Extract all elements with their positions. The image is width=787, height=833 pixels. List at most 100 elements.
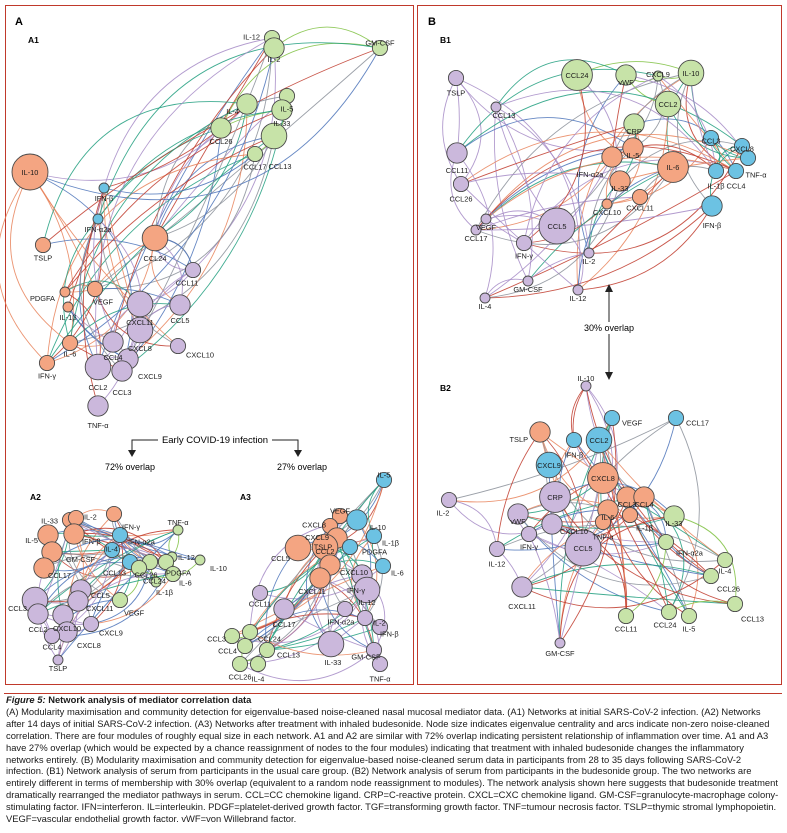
- network-node: [375, 471, 393, 489]
- node-label: VEGF: [93, 298, 114, 307]
- node-label: TNF-α: [87, 421, 109, 430]
- network-edge: [220, 42, 381, 129]
- node-label: IFN-β: [380, 630, 399, 639]
- node-label: CCL24: [143, 254, 166, 263]
- node-label: IL-1β: [708, 182, 725, 191]
- network-node: [680, 607, 698, 625]
- network-node: [447, 69, 465, 87]
- node-label: IL-2: [268, 55, 281, 64]
- network-node: [603, 409, 621, 427]
- network-edge: [442, 77, 462, 185]
- network-figure: IL-12IL-2GM-CSFIL-5IL-4IL-33CCL26CCL13CC…: [0, 16, 767, 684]
- network-edge: [94, 153, 256, 290]
- node-label: CCL13: [277, 651, 300, 660]
- network-node: [707, 162, 725, 180]
- b-arrow-down: [605, 372, 613, 380]
- network-edge: [67, 187, 105, 308]
- node-label: CCL24: [143, 577, 166, 586]
- node-label: CCL11: [446, 166, 468, 175]
- network-node: [601, 146, 623, 168]
- node-label: TSLP: [314, 543, 333, 552]
- network-edge: [127, 37, 273, 360]
- panel-b-box: [417, 5, 782, 685]
- network-edge: [112, 47, 275, 343]
- network-node: [623, 113, 645, 135]
- network-node: [520, 525, 538, 543]
- node-label: IL-6: [602, 513, 615, 522]
- network-node: [565, 431, 583, 449]
- network-edge: [51, 551, 157, 583]
- node-label: IL-33: [612, 184, 629, 193]
- node-label: IL-1β: [636, 524, 653, 533]
- network-node: [622, 137, 644, 159]
- network-edge: [494, 106, 529, 282]
- network-node: [210, 117, 232, 139]
- network-node: [241, 623, 259, 641]
- network-node: [92, 213, 104, 225]
- node-label: VEGF: [476, 223, 497, 232]
- node-label: IFN-γ: [515, 252, 533, 261]
- network-edge: [607, 509, 690, 617]
- node-label: IL-12: [570, 294, 587, 303]
- network-node: [480, 213, 492, 225]
- node-label: CXCL11: [298, 587, 325, 596]
- node-label: CXCL9: [138, 372, 162, 381]
- node-label: CXCL9: [646, 70, 670, 79]
- node-label: CCL3: [207, 635, 226, 644]
- network-node: [511, 576, 533, 598]
- network-node: [258, 641, 276, 659]
- node-label: CCL13: [268, 162, 291, 171]
- node-label: GM-CSF: [66, 555, 96, 564]
- network-edge: [94, 47, 381, 290]
- network-node: [572, 284, 584, 296]
- network-node: [356, 609, 374, 627]
- early-covid-arrows: [131, 439, 299, 452]
- network-node: [249, 655, 267, 673]
- network-node: [194, 554, 206, 566]
- network-node: [34, 236, 52, 254]
- network-edge: [495, 89, 717, 172]
- caption-title: Network analysis of mediator correlation…: [48, 694, 252, 705]
- node-label: CCL26: [717, 585, 740, 594]
- network-node: [522, 275, 534, 287]
- network-node: [621, 506, 639, 524]
- node-label: IFN-α2a: [128, 538, 156, 547]
- network-node: [59, 286, 71, 298]
- network-edge: [625, 541, 667, 617]
- network-node: [87, 395, 109, 417]
- node-label: CCL26: [449, 195, 472, 204]
- panel-label-a2: A2: [30, 492, 41, 502]
- network-edge: [103, 37, 273, 189]
- network-node: [587, 462, 619, 494]
- network-node: [62, 301, 74, 313]
- network-edge: [673, 515, 737, 605]
- network-node: [251, 584, 269, 602]
- network-node: [126, 316, 154, 344]
- network-node: [541, 513, 563, 535]
- node-label: IL-5: [281, 105, 294, 114]
- node-label: CCL2: [590, 436, 609, 445]
- network-edge: [154, 127, 222, 239]
- network-edge: [643, 496, 670, 613]
- node-label: IL-6: [391, 569, 404, 578]
- network-edge: [37, 573, 174, 615]
- network-node: [583, 247, 595, 259]
- network-edge: [657, 75, 737, 172]
- network-edge: [495, 106, 590, 254]
- network-edge: [573, 439, 670, 613]
- network-edge: [643, 496, 690, 617]
- node-label: IFN-α2a: [85, 225, 113, 234]
- network-node: [654, 90, 682, 118]
- network-edge: [521, 586, 736, 605]
- node-label: CXCL10: [560, 527, 588, 536]
- network-node: [61, 334, 79, 352]
- node-label: CXCL10: [340, 568, 368, 577]
- node-label: IL-2: [84, 513, 97, 522]
- node-label: CCL24: [258, 635, 281, 644]
- network-edge: [496, 417, 677, 551]
- b-arrow-up: [605, 284, 613, 292]
- network-node: [535, 451, 563, 479]
- node-label: CCL3: [618, 500, 637, 509]
- network-edge: [29, 171, 179, 347]
- node-label: IL-12: [243, 33, 260, 42]
